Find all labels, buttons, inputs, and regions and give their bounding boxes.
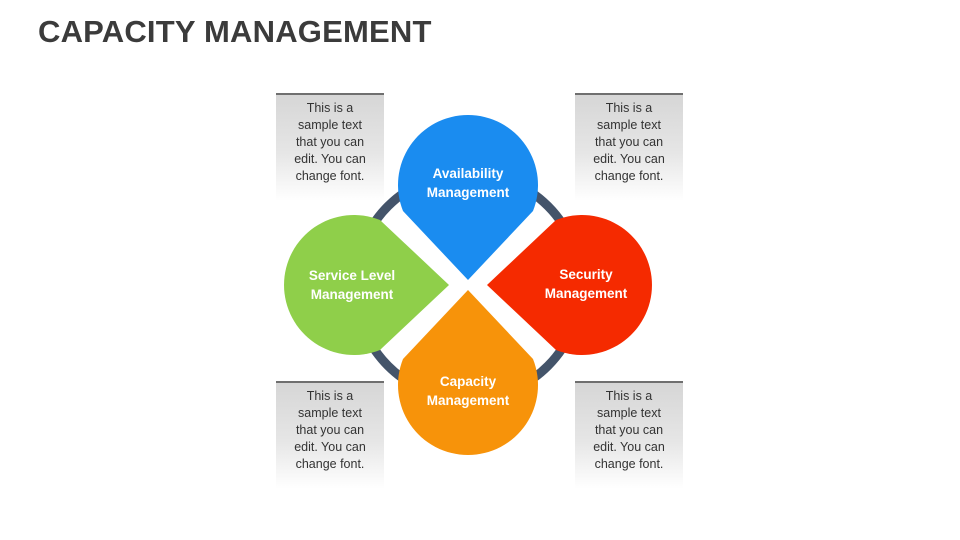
service-level-label-line2: Management: [311, 287, 394, 302]
note-top-left[interactable]: This is a sample text that you can edit.…: [276, 93, 384, 201]
note-bottom-left[interactable]: This is a sample text that you can edit.…: [276, 381, 384, 489]
security-petal[interactable]: Security Management: [487, 215, 652, 355]
capacity-label-line2: Management: [427, 393, 510, 408]
availability-shape: [398, 115, 538, 280]
service-level-petal[interactable]: Service Level Management: [284, 214, 449, 355]
availability-label-line2: Management: [427, 185, 510, 200]
capacity-shape: [398, 290, 538, 455]
availability-label-line1: Availability: [433, 166, 504, 181]
capacity-label-line1: Capacity: [440, 374, 497, 389]
availability-petal[interactable]: Availability Management: [398, 115, 538, 280]
note-bottom-right[interactable]: This is a sample text that you can edit.…: [575, 381, 683, 489]
service-level-shape: [284, 214, 449, 355]
capacity-petal[interactable]: Capacity Management: [398, 290, 538, 455]
security-label-line1: Security: [559, 267, 613, 282]
service-level-label-line1: Service Level: [309, 268, 395, 283]
security-shape: [487, 215, 652, 355]
page-title: CAPACITY MANAGEMENT: [38, 14, 432, 49]
security-label-line2: Management: [545, 286, 628, 301]
note-top-right[interactable]: This is a sample text that you can edit.…: [575, 93, 683, 201]
